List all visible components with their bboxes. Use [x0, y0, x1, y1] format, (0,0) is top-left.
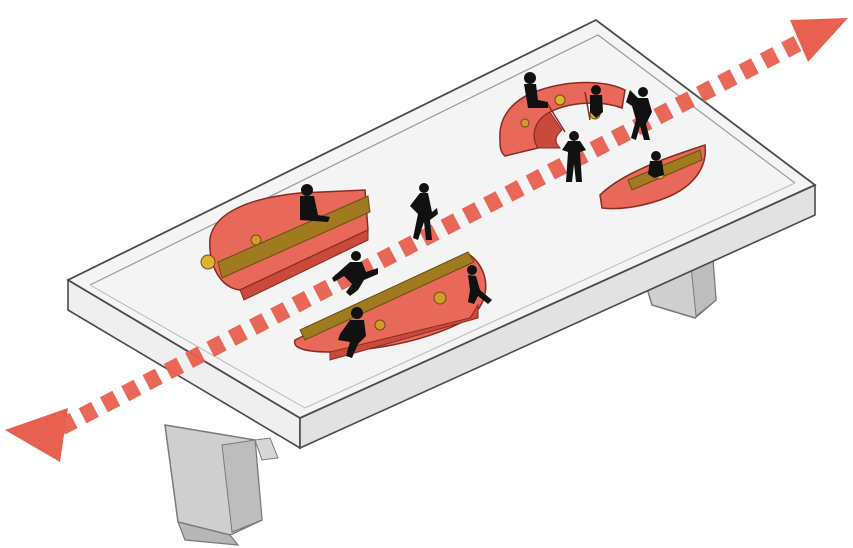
arrow-head-left: [5, 408, 68, 462]
leg-front-left: [165, 425, 262, 545]
arrow-head-right: [790, 18, 848, 62]
